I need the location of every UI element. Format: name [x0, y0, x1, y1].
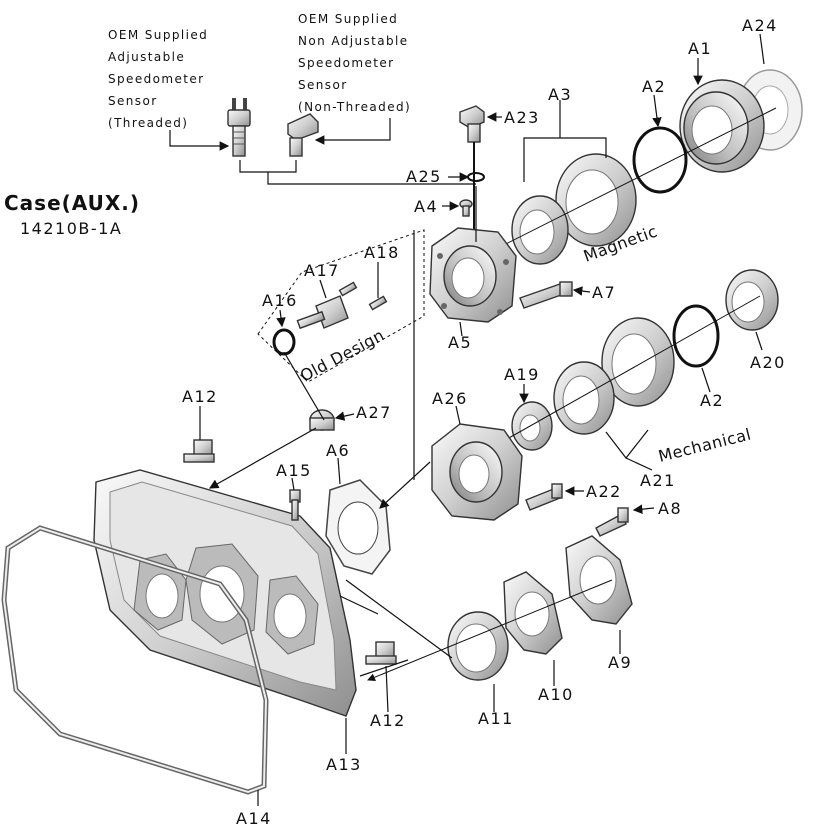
mechanical-axis-line: [469, 295, 761, 461]
magnetic-axis-line: [469, 107, 777, 263]
a14-gasket-highlight: [2, 526, 268, 794]
note-line: Non Adjustable: [298, 34, 409, 48]
a3-seal-large: [555, 153, 637, 247]
old-design-label: Old Design: [297, 325, 388, 385]
a16-o-ring: [272, 328, 296, 356]
callout-a24: A24: [742, 16, 778, 35]
non-adjustable-sensor-part: [287, 113, 319, 157]
a27-plug: [309, 409, 335, 431]
a21-bracket: [605, 429, 649, 459]
callout-a13: A13: [326, 755, 362, 774]
mechanical-label: Mechanical: [656, 424, 753, 465]
a2-snap-ring-top: [632, 126, 688, 194]
a4-bolt: [459, 199, 473, 217]
a15-bolt: [289, 489, 301, 521]
callout-labels: A1 A24 A2 A3 A23 A25 A4 A7 A5 A17 A18 A1…: [182, 16, 786, 828]
a6-gasket: [325, 479, 391, 575]
a18-screw: [338, 281, 388, 311]
callout-a22: A22: [586, 482, 622, 501]
callout-a12-top: A12: [182, 387, 218, 406]
a12-dowel-bottom: [365, 641, 397, 665]
adjustable-sensor-note: OEM Supplied Adjustable Speedometer Sens…: [108, 28, 208, 130]
callout-a2-mid: A2: [700, 391, 724, 410]
callout-a17: A17: [304, 261, 340, 280]
callout-a25: A25: [406, 167, 442, 186]
a8-bolt: [595, 507, 629, 537]
adjustable-sensor-part: [227, 98, 251, 157]
rear-axis-line: [367, 579, 613, 682]
callout-a15: A15: [276, 461, 312, 480]
note-line: (Threaded): [108, 116, 188, 130]
note-line: (Non-Threaded): [298, 100, 411, 114]
assembly-leader-lines: [208, 186, 477, 677]
a12-dowel-top: [183, 439, 215, 463]
callout-a7: A7: [592, 283, 616, 302]
a3-bracket: [523, 137, 607, 182]
a9-bearing-retainer: [565, 535, 633, 625]
note-line: Speedometer: [108, 72, 204, 86]
note-line: Sensor: [298, 78, 348, 92]
note-line: Adjustable: [108, 50, 185, 64]
callout-a3: A3: [548, 85, 572, 104]
a21-leader: [625, 457, 653, 471]
diagram-part-number: 14210B-1A: [20, 219, 122, 238]
a19-nut: [511, 401, 553, 451]
callout-a12-bottom: A12: [370, 711, 406, 730]
sensor-leader-lines: [169, 118, 476, 185]
a21-seal-small: [553, 361, 615, 435]
note-line: Sensor: [108, 94, 158, 108]
callout-leaders: [199, 33, 765, 806]
a1-bearing: [679, 79, 765, 173]
callout-a20: A20: [750, 353, 786, 372]
a11-seal: [447, 611, 509, 681]
a22-bolt: [525, 483, 563, 511]
diagram-title: Case(AUX.): [4, 191, 140, 215]
callout-a21: A21: [640, 471, 676, 490]
callout-a10: A10: [538, 685, 574, 704]
callout-a23: A23: [504, 108, 540, 127]
callout-a5: A5: [448, 333, 472, 352]
callout-a26: A26: [432, 389, 468, 408]
a23-sensor-part: [459, 105, 485, 232]
callout-a19: A19: [504, 365, 540, 384]
callout-a1: A1: [688, 39, 712, 58]
callout-a16: A16: [262, 291, 298, 310]
callout-a14: A14: [236, 809, 272, 828]
note-line: OEM Supplied: [108, 28, 208, 42]
non-adjustable-sensor-note: OEM Supplied Non Adjustable Speedometer …: [298, 12, 411, 114]
a2-snap-ring-mid: [672, 304, 720, 368]
callout-a4: A4: [414, 197, 438, 216]
callout-a18: A18: [364, 243, 400, 262]
a7-bolt: [519, 281, 573, 309]
callout-a11: A11: [478, 709, 514, 728]
callout-a9: A9: [608, 653, 632, 672]
callout-a8: A8: [658, 499, 682, 518]
a25-o-ring: [467, 172, 485, 182]
callout-a27: A27: [356, 403, 392, 422]
note-line: Speedometer: [298, 56, 394, 70]
callout-a2-top: A2: [642, 77, 666, 96]
a17-adapter: [296, 295, 349, 330]
a26-housing: [431, 423, 523, 521]
callout-a6: A6: [326, 441, 350, 460]
old-design-box: [257, 229, 425, 383]
a3-seal-small: [511, 195, 569, 265]
a5-housing: [429, 227, 517, 323]
a21-seal-large: [601, 317, 675, 407]
a10-plate: [503, 571, 563, 655]
note-line: OEM Supplied: [298, 12, 398, 26]
